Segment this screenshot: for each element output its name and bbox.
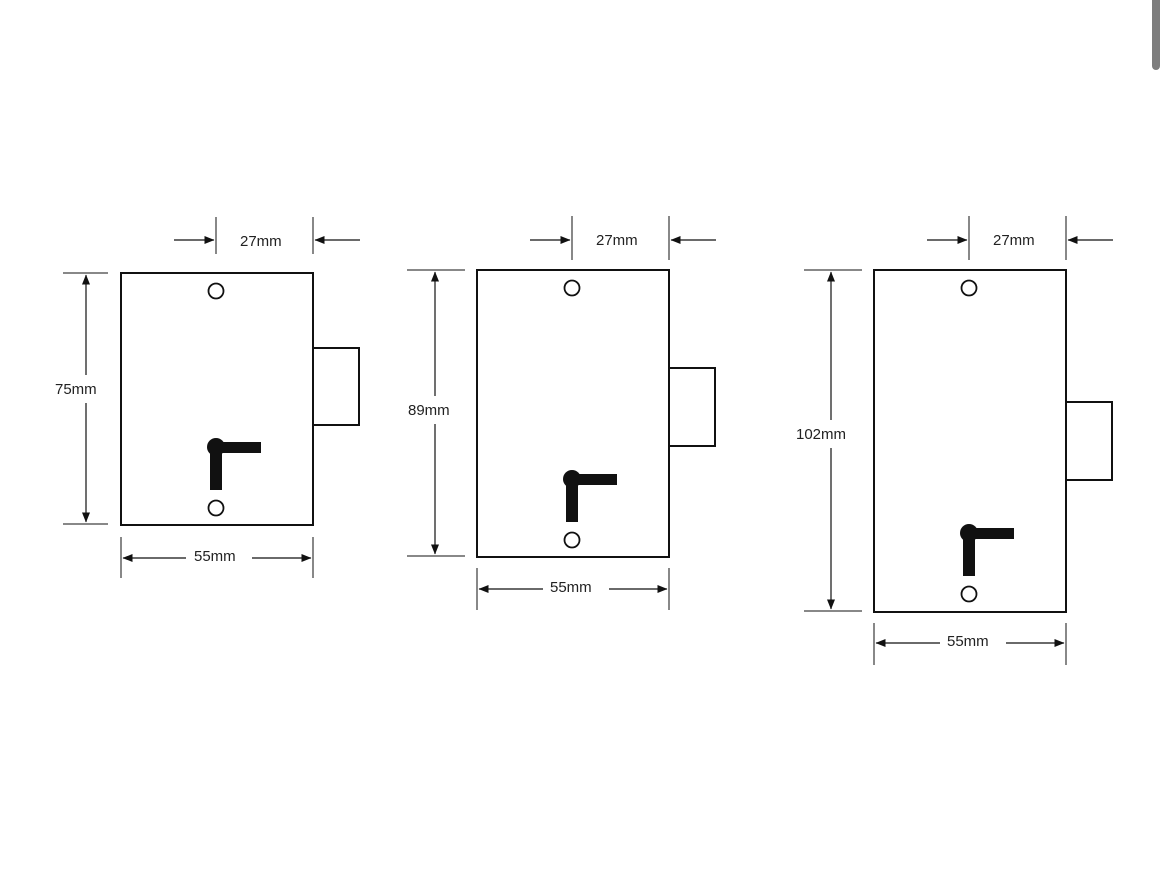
keyhole-icon: [207, 438, 261, 490]
keyhole-icon: [563, 470, 617, 522]
screw-hole-bottom: [563, 531, 581, 549]
lock-bolt: [1065, 401, 1113, 481]
backset-dimension: 27mm: [174, 217, 360, 254]
width-label: 55mm: [194, 548, 236, 565]
backset-dimension: 27mm: [530, 216, 716, 260]
height-label: 102mm: [796, 426, 846, 443]
lock-102-drawing: 27mm 102mm 55mm: [796, 216, 1113, 665]
screw-hole-top: [563, 279, 581, 297]
backset-dimension: 27mm: [927, 216, 1113, 260]
screw-hole-bottom: [960, 585, 978, 603]
lock-89-drawing: 27mm 89mm 55mm: [407, 216, 716, 610]
lock-75-drawing: 27mm 75mm 55mm: [55, 217, 360, 578]
backset-label: 27mm: [596, 232, 638, 249]
screw-hole-top: [207, 282, 225, 300]
height-dimension: 102mm: [796, 269, 862, 612]
width-dimension: 55mm: [476, 568, 670, 610]
screw-hole-top: [960, 279, 978, 297]
backset-label: 27mm: [240, 233, 282, 250]
width-dimension: 55mm: [120, 537, 314, 578]
height-label: 89mm: [408, 402, 450, 419]
lock-bolt: [312, 347, 360, 426]
height-dimension: 89mm: [407, 269, 465, 557]
scrollbar-thumb[interactable]: [1152, 0, 1160, 70]
lock-bolt: [668, 367, 716, 447]
backset-label: 27mm: [993, 232, 1035, 249]
keyhole-icon: [960, 524, 1014, 576]
screw-hole-bottom: [207, 499, 225, 517]
width-label: 55mm: [550, 579, 592, 596]
height-dimension: 75mm: [55, 272, 108, 525]
width-dimension: 55mm: [873, 623, 1067, 665]
height-label: 75mm: [55, 381, 97, 398]
width-label: 55mm: [947, 633, 989, 650]
